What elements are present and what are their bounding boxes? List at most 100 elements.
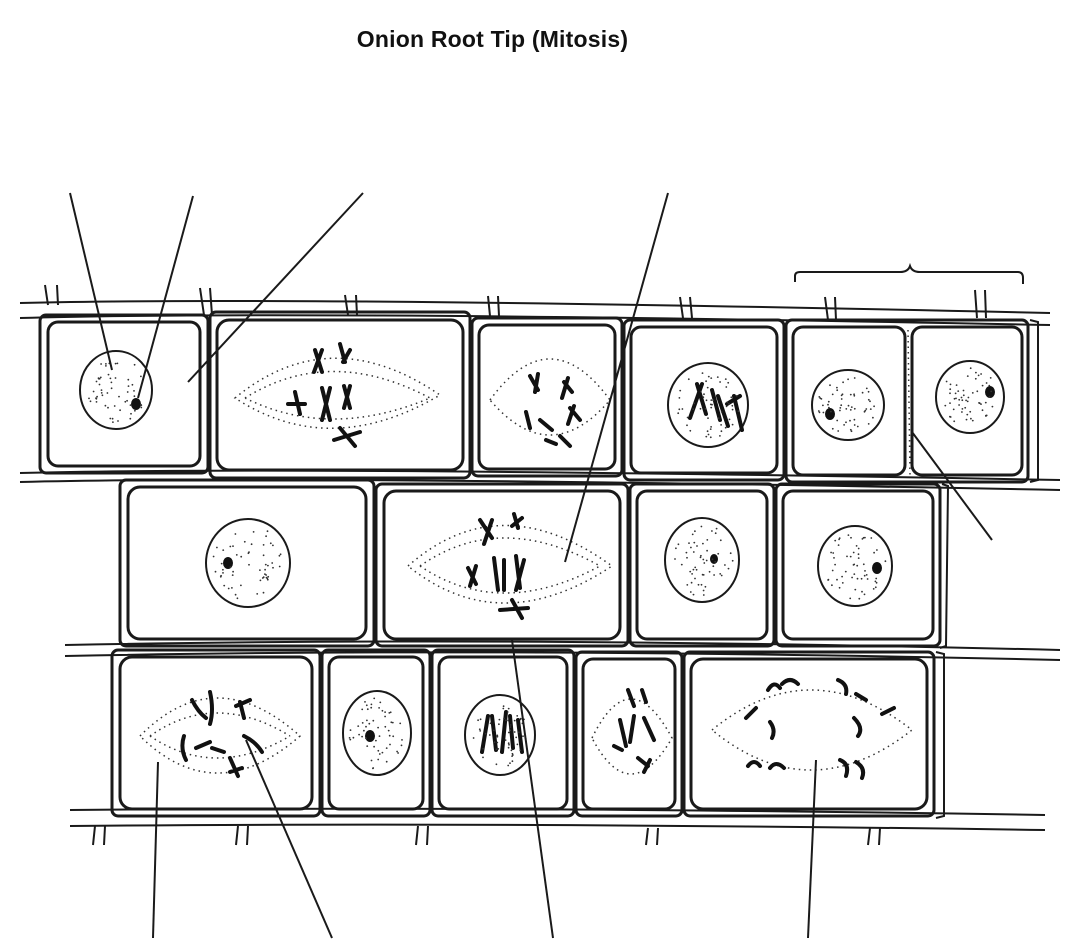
stipple-dot [248,551,250,553]
stipple-dot [836,386,838,389]
stipple-dot [850,406,853,408]
stipple-dot [717,417,720,419]
stipple-dot [686,584,689,586]
stipple-dot [357,725,360,727]
stipple-dot [361,708,364,711]
stipple-dot [222,572,224,574]
stipple-dot [100,392,103,394]
stipple-dot [234,533,237,535]
stipple-dot [839,407,842,409]
stipple-dot [240,555,243,558]
cell-2-3 [628,482,776,648]
stipple-dot [109,417,112,420]
stipple-dot [677,412,680,415]
stipple-dot [829,384,831,387]
stipple-dot [849,428,852,431]
stipple-dot [250,543,253,546]
stipple-dot [694,566,697,569]
stipple-dot [498,718,501,721]
stipple-dot [489,722,492,725]
stipple-dot [100,363,102,365]
stipple-dot [703,562,706,564]
stipple-dot [496,741,499,744]
stipple-dot [110,387,113,390]
stipple-dot [719,573,722,575]
stipple-dot [988,384,991,387]
stipple-dot [693,402,696,405]
stipple-dot [953,420,956,423]
stipple-dot [719,381,721,383]
stipple-dot [864,409,867,412]
stipple-dot [689,591,692,593]
stipple-dot [867,423,870,425]
stipple-dot [834,539,837,542]
stipple-dot [384,711,386,713]
stipple-dot [853,573,856,575]
stipple-dot [95,380,98,383]
stipple-dot [484,732,487,735]
stipple-dot [861,590,863,593]
stipple-dot [839,409,841,412]
stipple-dot [837,430,840,432]
stipple-dot [248,563,250,566]
stipple-dot [272,544,274,547]
stipple-dot [212,555,215,558]
cell-3-2 [320,648,432,818]
stipple-dot [704,585,707,588]
stipple-dot [267,564,269,567]
stipple-dot [100,389,103,391]
stipple-dot [498,723,500,726]
stipple-dot [391,721,394,724]
stipple-dot [387,729,390,732]
stipple-dot [349,729,352,731]
stipple-dot [112,421,114,423]
stipple-dot [830,410,832,413]
stipple-dot [705,399,708,402]
stipple-dot [869,400,871,403]
leader-line-4 [564,192,669,563]
stipple-dot [126,391,129,393]
stipple-dot [127,385,130,387]
nucleus [79,350,153,430]
stipple-dot [88,397,90,400]
stipple-dot [840,404,843,407]
stipple-dot [105,363,107,365]
stipple-dot [990,390,993,393]
stipple-dot [694,530,696,533]
stipple-dot [364,701,366,703]
stipple-dot [849,409,852,411]
stipple-dot [844,570,847,573]
stipple-dot [818,396,821,398]
stipple-dot [988,396,991,398]
stipple-dot [375,739,377,742]
stipple-dot [378,707,380,709]
stipple-dot [836,419,839,422]
stipple-dot [827,579,829,581]
stipple-dot [227,587,230,590]
stipple-dot [495,748,498,751]
stipple-dot [679,389,682,392]
stipple-dot [702,558,705,561]
stipple-dot [681,408,684,410]
stipple-dot [478,728,481,731]
stipple-dot [252,531,255,533]
stipple-dot [702,594,705,596]
stipple-dot [836,578,838,581]
stipple-dot [833,557,835,559]
stipple-dot [702,589,705,592]
stipple-dot [472,737,475,739]
stipple-dot [955,397,957,400]
stipple-dot [509,726,512,728]
stipple-dot [229,545,232,548]
stipple-dot [365,725,367,728]
stipple-dot [502,707,505,710]
stipple-dot [269,542,272,545]
stipple-dot [860,577,863,580]
stipple-dot [264,563,267,566]
stipple-dot [944,404,947,407]
stipple-dot [872,588,875,590]
stipple-dot [89,400,92,403]
stipple-dot [271,562,274,564]
stipple-dot [703,393,705,396]
stipple-dot [506,711,509,713]
